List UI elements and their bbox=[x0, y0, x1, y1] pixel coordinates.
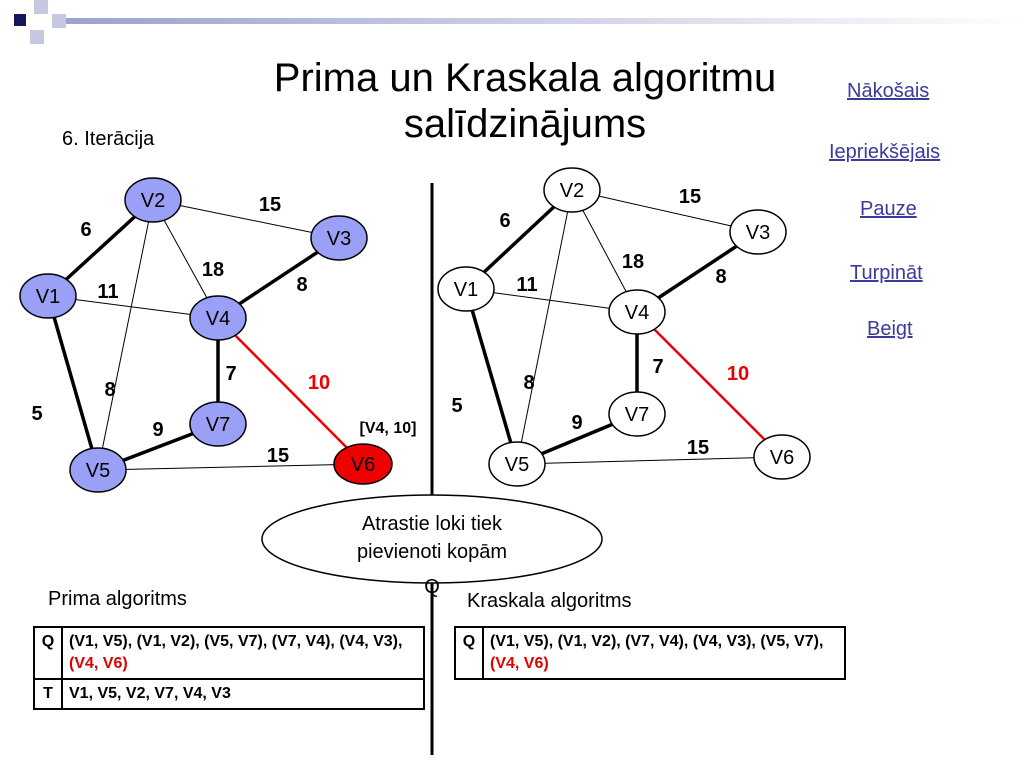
title-line-1: Prima un Kraskala algoritmu bbox=[273, 56, 777, 100]
kruskal-node-v5-label: V5 bbox=[505, 454, 529, 476]
prim-node-v3-label: V3 bbox=[327, 228, 351, 250]
prim-weight-v2-v4: 18 bbox=[202, 259, 224, 281]
iteration-label: 6. Iterācija bbox=[62, 128, 155, 150]
prim-q-row: Q (V1, V5), (V1, V2), (V5, V7), (V7, V4)… bbox=[33, 626, 425, 680]
kruskal-table: Q (V1, V5), (V1, V2), (V7, V4), (V4, V3)… bbox=[454, 626, 846, 680]
kruskal-node-v4-label: V4 bbox=[625, 302, 649, 324]
prim-section-label: Prima algoritms bbox=[48, 588, 187, 610]
prim-node-v6: V6 bbox=[333, 443, 393, 485]
kruskal-node-v1: V1 bbox=[437, 266, 495, 312]
kruskal-node-v3: V3 bbox=[729, 209, 787, 255]
prim-node-v7-label: V7 bbox=[206, 414, 230, 436]
prim-node-v1-label: V1 bbox=[36, 286, 60, 308]
prim-node-v3: V3 bbox=[310, 215, 368, 261]
kruskal-section-label: Kraskala algoritms bbox=[467, 590, 632, 612]
bubble-line-1: Atrastie loki tiek bbox=[362, 513, 503, 535]
prim-weight-v2-v5: 8 bbox=[104, 379, 115, 401]
kruskal-weight-v2-v3: 15 bbox=[679, 186, 701, 208]
prim-t-key: T bbox=[33, 678, 63, 710]
bubble-symbol: Q bbox=[424, 576, 440, 598]
kruskal-node-v4: V4 bbox=[608, 289, 666, 335]
prim-weight-v4-v7: 7 bbox=[225, 363, 236, 385]
prim-weight-v1-v2: 6 bbox=[80, 219, 91, 241]
kruskal-edge-v2-v5 bbox=[516, 189, 573, 465]
prim-q-new-edge: (V4, V6) bbox=[69, 655, 128, 672]
prim-q-value: (V1, V5), (V1, V2), (V5, V7), (V7, V4), … bbox=[69, 633, 403, 650]
prim-t-value: V1, V5, V2, V7, V4, V3 bbox=[61, 678, 425, 710]
prim-q-cell: (V1, V5), (V1, V2), (V5, V7), (V7, V4), … bbox=[61, 626, 425, 680]
prim-node-v6-label: V6 bbox=[351, 454, 375, 476]
prim-weight-v1-v4: 11 bbox=[97, 281, 118, 303]
kruskal-weight-v1-v2: 6 bbox=[499, 210, 510, 232]
prim-edge-v5-v6 bbox=[97, 463, 364, 471]
prim-node-v5: V5 bbox=[69, 447, 127, 493]
bubble-line-2: pievienoti kopām bbox=[357, 541, 507, 563]
end-link[interactable]: Beigt bbox=[867, 318, 913, 340]
prim-weight-v4-v6: 10 bbox=[308, 372, 330, 394]
kruskal-node-v6-label: V6 bbox=[770, 447, 794, 469]
kruskal-weight-v1-v5: 5 bbox=[451, 395, 462, 417]
next-link[interactable]: Nākošais bbox=[847, 80, 930, 102]
kruskal-node-v1-label: V1 bbox=[454, 279, 478, 301]
prim-weight-v2-v3: 15 bbox=[259, 194, 281, 216]
prim-node-v5-label: V5 bbox=[86, 460, 110, 482]
kruskal-q-key: Q bbox=[454, 626, 484, 680]
kruskal-node-v2: V2 bbox=[543, 167, 601, 213]
prim-edge-v2-v3 bbox=[152, 199, 340, 239]
prim-nodes: V2 V3 V1 V4 V7 V5 V6 bbox=[19, 177, 393, 493]
prim-node-v4: V4 bbox=[189, 295, 247, 341]
previous-link[interactable]: Iepriekšējais bbox=[829, 141, 941, 163]
continue-link[interactable]: Turpināt bbox=[850, 262, 923, 284]
kruskal-q-row: Q (V1, V5), (V1, V2), (V7, V4), (V4, V3)… bbox=[454, 626, 846, 680]
kruskal-weight-v5-v6: 15 bbox=[687, 437, 709, 459]
page-title: Prima un Kraskala algoritmu salīdzinājum… bbox=[220, 55, 830, 147]
prim-edge-v1-v5 bbox=[46, 295, 100, 471]
pause-link[interactable]: Pauze bbox=[860, 198, 917, 220]
header-decoration bbox=[14, 0, 1024, 44]
kruskal-edge-v4-v6 bbox=[636, 311, 783, 458]
prim-node-v1: V1 bbox=[19, 273, 77, 319]
info-bubble: Atrastie loki tiek pievienoti kopām Q bbox=[261, 494, 603, 598]
kruskal-edge-v2-v3 bbox=[571, 189, 759, 233]
kruskal-weight-v4-v6: 10 bbox=[727, 363, 749, 385]
prim-q-key: Q bbox=[33, 626, 63, 680]
prim-table: Q (V1, V5), (V1, V2), (V5, V7), (V7, V4)… bbox=[33, 626, 425, 710]
kruskal-node-v3-label: V3 bbox=[746, 222, 770, 244]
kruskal-edge-labels: 6 15 18 8 11 7 10 5 8 9 15 bbox=[451, 186, 749, 459]
kruskal-weight-v5-v7: 9 bbox=[571, 412, 582, 434]
prim-edge-v2-v5 bbox=[97, 199, 154, 471]
kruskal-edge-v5-v6 bbox=[516, 456, 783, 465]
kruskal-weight-v2-v4: 18 bbox=[622, 251, 644, 273]
kruskal-q-value: (V1, V5), (V1, V2), (V7, V4), (V4, V3), … bbox=[490, 633, 824, 650]
kruskal-node-v6: V6 bbox=[753, 434, 811, 480]
kruskal-weight-v1-v4: 11 bbox=[516, 274, 537, 296]
prim-node-v2-label: V2 bbox=[141, 190, 165, 212]
kruskal-weight-v4-v7: 7 bbox=[652, 356, 663, 378]
title-line-2: salīdzinājums bbox=[403, 102, 647, 146]
kruskal-weight-v2-v5: 8 bbox=[523, 372, 534, 394]
kruskal-nodes: V2 V3 V1 V4 V7 V5 V6 bbox=[437, 167, 811, 487]
kruskal-node-v5: V5 bbox=[488, 441, 546, 487]
kruskal-node-v7: V7 bbox=[608, 391, 666, 437]
kruskal-node-v2-label: V2 bbox=[560, 180, 584, 202]
prim-t-row: T V1, V5, V2, V7, V4, V3 bbox=[33, 678, 425, 710]
prim-weight-v5-v7: 9 bbox=[152, 419, 163, 441]
prim-weight-v3-v4: 8 bbox=[296, 274, 307, 296]
prim-edge-v4-v6 bbox=[217, 317, 364, 465]
prim-weight-v1-v5: 5 bbox=[31, 403, 42, 425]
prim-selected-edge-annotation: [V4, 10] bbox=[360, 420, 417, 437]
prim-node-v2: V2 bbox=[124, 177, 182, 223]
kruskal-node-v7-label: V7 bbox=[625, 404, 649, 426]
kruskal-q-new-edge: (V4, V6) bbox=[490, 655, 549, 672]
kruskal-weight-v3-v4: 8 bbox=[715, 266, 726, 288]
prim-edge-labels: 6 15 18 8 11 7 10 5 8 9 15 [V4, 10] bbox=[31, 194, 416, 467]
kruskal-q-cell: (V1, V5), (V1, V2), (V7, V4), (V4, V3), … bbox=[482, 626, 846, 680]
kruskal-edge-v1-v4 bbox=[465, 288, 638, 313]
prim-node-v4-label: V4 bbox=[206, 308, 230, 330]
kruskal-edge-v1-v5 bbox=[464, 288, 519, 465]
prim-node-v7: V7 bbox=[189, 401, 247, 447]
prim-weight-v5-v6: 15 bbox=[267, 445, 289, 467]
